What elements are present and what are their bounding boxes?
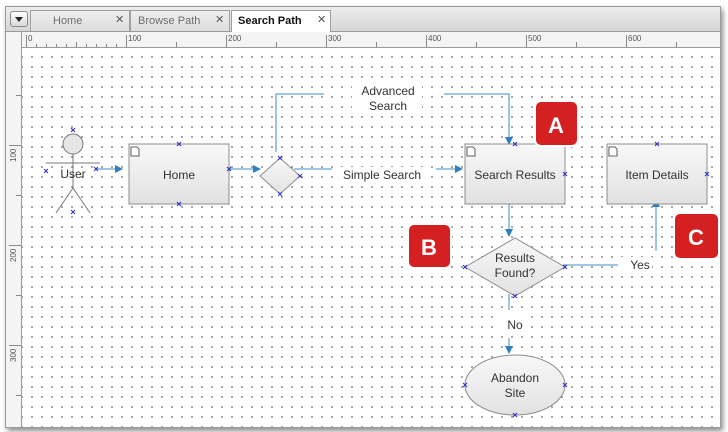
actor-label: User (60, 167, 85, 181)
abandon-site-ellipse[interactable]: Abandon Site (464, 354, 566, 416)
tab-home[interactable]: Home ✕ (30, 10, 130, 31)
callout-c: C (673, 212, 720, 260)
horizontal-ruler-ticks: 0 100 200 300 400 500 600 (26, 34, 677, 47)
vertical-ruler-ticks: 100 200 300 (9, 95, 21, 396)
tab-list-dropdown-button[interactable] (10, 11, 28, 27)
yes-label: Yes (630, 258, 650, 272)
label-backdrop (334, 167, 430, 183)
ruler-label: 0 (28, 34, 33, 43)
connection-ports (43, 127, 710, 418)
label-backdrop (620, 257, 652, 273)
ruler-label: 300 (328, 34, 342, 43)
results-found-label: Found? (495, 266, 536, 280)
advanced-search-label: Search (369, 99, 407, 113)
home-page-box[interactable]: Home (128, 143, 230, 205)
tab-label: Browse Path (138, 15, 201, 27)
abandon-site-label: Abandon (491, 371, 539, 385)
editor-window: Home ✕ Browse Path ✕ Search Path ✕ (5, 6, 721, 428)
ruler-label: 200 (9, 248, 18, 262)
ruler-label: 100 (9, 148, 18, 162)
item-details-box[interactable]: Item Details (606, 143, 708, 205)
label-backdrop (500, 313, 528, 333)
ruler-label: 600 (628, 34, 642, 43)
item-details-label: Item Details (625, 168, 688, 182)
abandon-site-label: Site (505, 386, 526, 400)
search-choice-decision[interactable] (259, 157, 301, 195)
connector-advanced-search-1[interactable] (275, 93, 324, 152)
tab-label: Home (53, 15, 83, 27)
tab-label: Search Path (238, 15, 302, 27)
tab-bar: Home ✕ Browse Path ✕ Search Path ✕ (6, 7, 720, 32)
chevron-down-icon (15, 17, 23, 22)
user-actor[interactable]: User (46, 133, 100, 214)
vertical-ruler[interactable]: 100 200 300 (6, 32, 22, 427)
callout-b: B (407, 223, 452, 269)
page-icon (608, 146, 618, 157)
no-label: No (507, 318, 523, 332)
results-found-decision[interactable]: Results Found? (464, 237, 566, 297)
simple-search-label: Simple Search (343, 168, 421, 182)
home-label: Home (163, 168, 195, 182)
ruler-label: 400 (428, 34, 442, 43)
page-icon (466, 146, 476, 157)
close-icon[interactable]: ✕ (317, 14, 327, 26)
callout-a-label: A (548, 113, 564, 138)
ruler-label: 500 (528, 34, 542, 43)
ruler-label: 200 (228, 34, 242, 43)
close-icon[interactable]: ✕ (215, 14, 225, 26)
ruler-label: 300 (9, 348, 18, 362)
connector-advanced-search-2[interactable] (444, 93, 513, 145)
label-backdrop (352, 82, 422, 112)
flow-diagram: User Home Advanced Search Simple Search … (43, 82, 720, 418)
tab-browse-path[interactable]: Browse Path ✕ (130, 10, 230, 31)
results-found-label: Results (495, 251, 535, 265)
diagram-canvas[interactable]: User Home Advanced Search Simple Search … (22, 48, 720, 427)
ruler-label: 100 (128, 34, 142, 43)
callout-b-label: B (421, 235, 437, 260)
page-icon (130, 146, 140, 157)
advanced-search-label: Advanced (361, 84, 414, 98)
callout-c-label: C (688, 225, 704, 250)
close-icon[interactable]: ✕ (115, 14, 125, 26)
search-results-box[interactable]: Search Results (464, 143, 566, 205)
callout-a: A (534, 100, 579, 147)
search-results-label: Search Results (474, 168, 555, 182)
tab-search-path[interactable]: Search Path ✕ (231, 10, 331, 32)
horizontal-ruler[interactable]: 0 100 200 300 400 500 600 (22, 32, 720, 48)
